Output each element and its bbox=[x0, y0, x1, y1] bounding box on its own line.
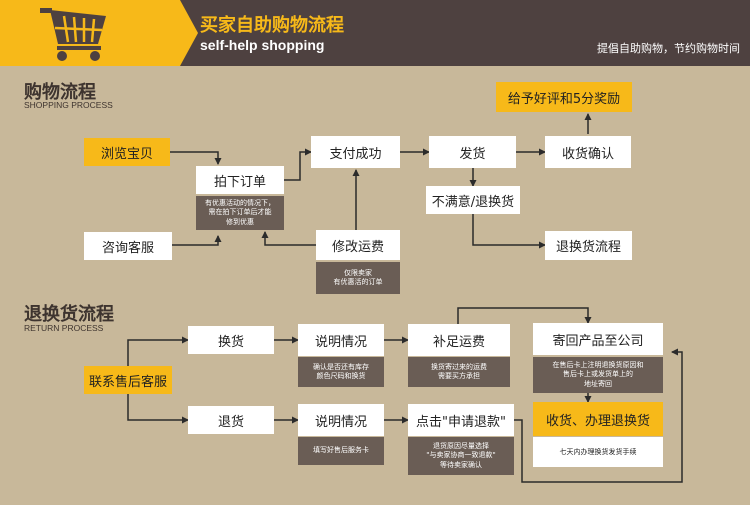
send-back-note-line: 地址寄回 bbox=[584, 379, 612, 388]
refund-box: 退货 bbox=[188, 406, 274, 434]
order-note: 有优惠活动的情况下， 需在拍下订单后才能 修到优惠 bbox=[196, 196, 284, 230]
send-back-box: 寄回产品至公司 bbox=[533, 323, 663, 355]
explain2-note-line: 填写好售后服务卡 bbox=[313, 446, 369, 455]
order-box: 拍下订单 bbox=[196, 166, 284, 194]
consult-box: 咨询客服 bbox=[84, 232, 172, 260]
review-box: 给予好评和5分奖励 bbox=[496, 82, 632, 112]
modify-note-line: 有优惠活的订单 bbox=[333, 278, 383, 286]
send-back-note-line: 售后卡上或发货单上的 bbox=[563, 370, 633, 379]
contact-box: 联系售后客服 bbox=[84, 366, 172, 394]
supplement-note-line: 换货寄过来的运费 bbox=[431, 362, 487, 371]
ship-box: 发货 bbox=[429, 136, 516, 168]
order-note-line: 需在拍下订单后才能 bbox=[208, 208, 272, 217]
send-back-note-line: 在售后卡上注明退换货原因和 bbox=[552, 360, 644, 369]
modify-note: 仅限卖家 有优惠活的订单 bbox=[316, 262, 400, 294]
explain1-note-line: 颜色尺码和换货 bbox=[316, 372, 366, 380]
order-note-line: 有优惠活动的情况下， bbox=[205, 198, 275, 207]
explain1-box: 说明情况 bbox=[298, 324, 384, 356]
modify-note-line: 仅限卖家 bbox=[344, 268, 372, 277]
cart-logo-box bbox=[0, 0, 180, 66]
explain1-note: 确认是否还有库存 颜色尺码和换货 bbox=[298, 357, 384, 387]
click-refund-note-line: 等待卖家确认 bbox=[440, 460, 482, 469]
explain2-box: 说明情况 bbox=[298, 404, 384, 436]
handle-note: 七天内办理换货发货手续 bbox=[533, 437, 663, 467]
click-refund-note: 退货原因尽量选择 "与卖家协商一致退款" 等待卖家确认 bbox=[408, 437, 514, 475]
handle-box: 收货、办理退换货 bbox=[533, 402, 663, 436]
header-title: 买家自助购物流程 bbox=[200, 15, 344, 36]
supplement-note-line: 需要买方承担 bbox=[438, 372, 480, 380]
explain2-note: 填写好售后服务卡 bbox=[298, 437, 384, 465]
returns-section-subtitle: RETURN PROCESS bbox=[24, 323, 104, 333]
header-notch bbox=[180, 0, 198, 66]
click-refund-box: 点击"申请退款" bbox=[408, 404, 514, 436]
click-refund-note-line: 退货原因尽量选择 bbox=[433, 441, 489, 450]
browse-box: 浏览宝贝 bbox=[84, 138, 170, 166]
explain1-note-line: 确认是否还有库存 bbox=[313, 362, 369, 371]
receive-box: 收货确认 bbox=[545, 136, 631, 168]
returns-section-title: 退换货流程 bbox=[24, 304, 114, 325]
shopping-section-subtitle: SHOPPING PROCESS bbox=[24, 100, 113, 110]
header-tagline: 提倡自助购物，节约购物时间 bbox=[597, 42, 740, 55]
modify-box: 修改运费 bbox=[316, 230, 400, 260]
pay-box: 支付成功 bbox=[311, 136, 400, 168]
header-subtitle: self-help shopping bbox=[200, 37, 325, 53]
send-back-note: 在售后卡上注明退换货原因和 售后卡上或发货单上的 地址寄回 bbox=[533, 357, 663, 393]
shopping-section-title: 购物流程 bbox=[24, 82, 96, 103]
supplement-box: 补足运费 bbox=[408, 324, 510, 356]
click-refund-note-line: "与卖家协商一致退款" bbox=[426, 451, 496, 460]
unhappy-box: 不满意/退换货 bbox=[426, 186, 520, 214]
return-flow-box: 退换货流程 bbox=[545, 231, 632, 260]
order-note-line: 修到优惠 bbox=[226, 217, 254, 226]
shopping-cart-icon bbox=[40, 8, 106, 61]
exchange-box: 换货 bbox=[188, 326, 274, 354]
supplement-note: 换货寄过来的运费 需要买方承担 bbox=[408, 357, 510, 387]
